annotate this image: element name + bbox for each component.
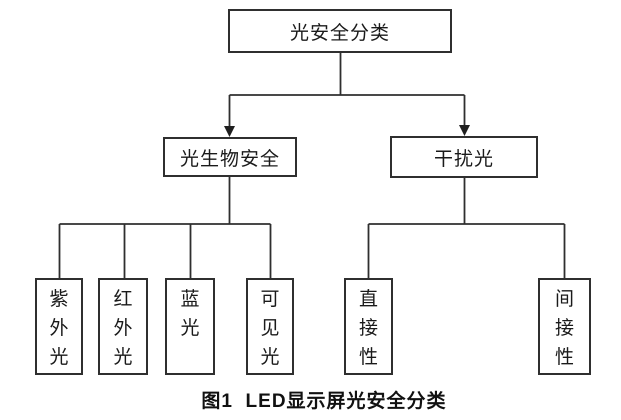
arrow-down-icon — [459, 125, 470, 136]
node-infrared-light: 红外光 — [98, 278, 148, 375]
node-label: 光安全分类 — [289, 22, 390, 44]
node-photobiological-safety: 光生物安全 — [163, 137, 297, 177]
node-label: 光生物安全 — [179, 148, 280, 170]
node-ultraviolet-light: 紫外光 — [35, 278, 83, 375]
node-label: 红外光 — [113, 289, 133, 368]
node-indirect: 间接性 — [538, 278, 591, 375]
figure-caption: 图1 LED显示屏光安全分类 — [201, 391, 447, 412]
node-label: 间接性 — [554, 289, 574, 368]
node-light-safety-classification: 光安全分类 — [228, 9, 452, 53]
node-label: 紫外光 — [49, 289, 69, 368]
node-interference-light: 干扰光 — [390, 136, 538, 178]
node-label: 干扰光 — [433, 148, 494, 170]
node-visible-light: 可见光 — [246, 278, 294, 375]
node-label: 蓝光 — [180, 289, 200, 339]
node-label: 直接性 — [358, 289, 378, 368]
node-label: 可见光 — [260, 289, 280, 368]
arrow-down-icon — [224, 126, 235, 137]
node-direct: 直接性 — [344, 278, 393, 375]
node-blue-light: 蓝光 — [165, 278, 215, 375]
